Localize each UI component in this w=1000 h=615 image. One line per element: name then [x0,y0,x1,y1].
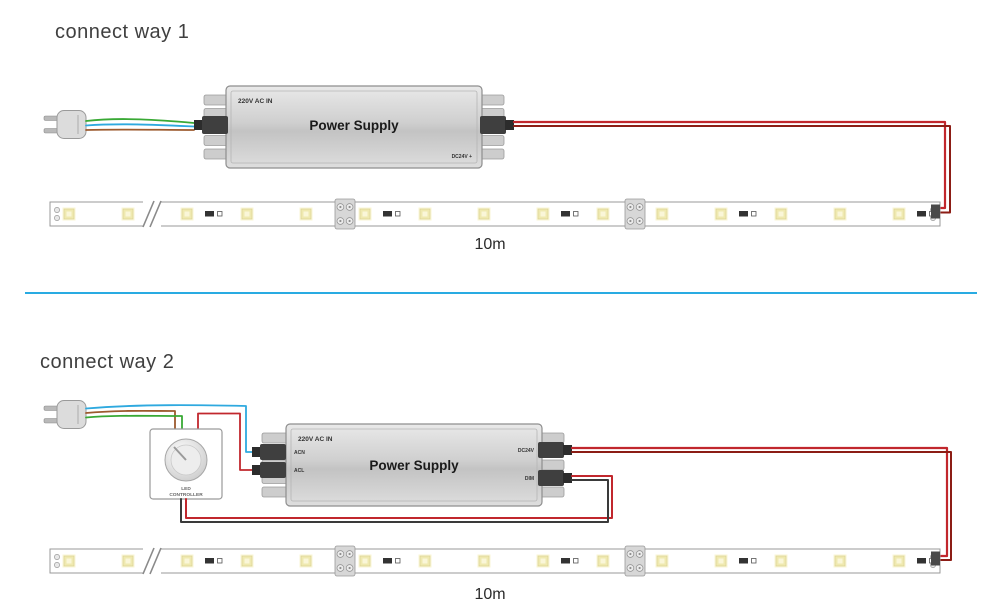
dc-wire-positive [512,120,947,210]
plug-cord-wires-2 [85,404,261,471]
dc-wires-1 [512,120,951,214]
dc-output-connector-bottom [538,470,564,486]
dc-wire-negative-2 [571,451,952,561]
dc-output-top-label: DC24V [518,448,535,454]
dc-wires-2 [570,446,952,561]
dim-loop-wires [180,475,613,523]
wire-ground-to-controller [85,414,183,430]
strip-length-label-2: 10m [474,586,505,603]
wire-neutral-2 [85,404,261,453]
wire-controller-to-supply [197,412,261,471]
strip-input-connector-2 [931,551,940,566]
power-supply-inner-frame [230,90,478,164]
section-connect-way-2: connect way 2 LED CONTROLLER 220V AC IN [40,351,952,603]
ac-input-wire-nub [194,120,203,130]
power-supply-name: Power Supply [309,118,399,133]
ac-input-label: 220V AC IN [238,98,273,105]
dc-wire-negative [513,125,951,214]
way1-title: connect way 1 [55,21,189,43]
dim-output-label: DIM [525,476,534,482]
section-connect-way-1: connect way 1 220V AC IN Power Supply DC… [43,21,951,253]
dc-output-connector-top [538,442,564,458]
dim-wire-positive [185,475,613,519]
wire-neutral [85,123,195,128]
ac-input-connector-top [260,444,286,460]
dc-output-wire-nub-top [563,445,572,455]
controller-label-line2: CONTROLLER [169,492,203,498]
led-strip-1 [50,199,940,229]
controller-knob-indicator [173,446,187,461]
strip-length-label-1: 10m [474,236,505,253]
power-supply-1: 220V AC IN Power Supply DC24V + [194,85,514,169]
way2-title: connect way 2 [40,351,174,373]
power-supply-2-name: Power Supply [369,458,459,473]
ac-input-wire-nub-top [252,447,261,457]
wire-ground [85,118,195,124]
dc-output-connector [480,116,506,134]
strip-input-connector-1 [931,204,940,219]
ac-plug-2 [43,399,87,430]
ac-input-label-2: 220V AC IN [298,436,333,443]
power-supply-2-inner-frame [290,428,538,502]
led-controller: LED CONTROLLER [149,428,223,500]
dc-output-wire-nub [505,120,514,130]
ac-input-connector [202,116,228,134]
dc-wire-positive-2 [570,446,949,558]
wire-live-to-controller [85,409,176,430]
acl-terminal-label: ACL [294,468,304,474]
dim-wire-negative [180,479,609,523]
ac-input-connector-bottom [260,462,286,478]
plug-cord-wires [85,118,195,131]
led-strip-2 [50,546,940,576]
dc-output-label: DC24V + [452,154,473,160]
acn-terminal-label: ACN [294,450,305,456]
ac-plug [43,109,87,140]
controller-label-line1: LED [181,486,191,492]
ac-input-wire-nub-bottom [252,465,261,475]
power-supply-2: 220V AC IN ACN ACL Power Supply DC24V DI… [252,423,572,507]
dc-output-wire-nub-bottom [563,473,572,483]
